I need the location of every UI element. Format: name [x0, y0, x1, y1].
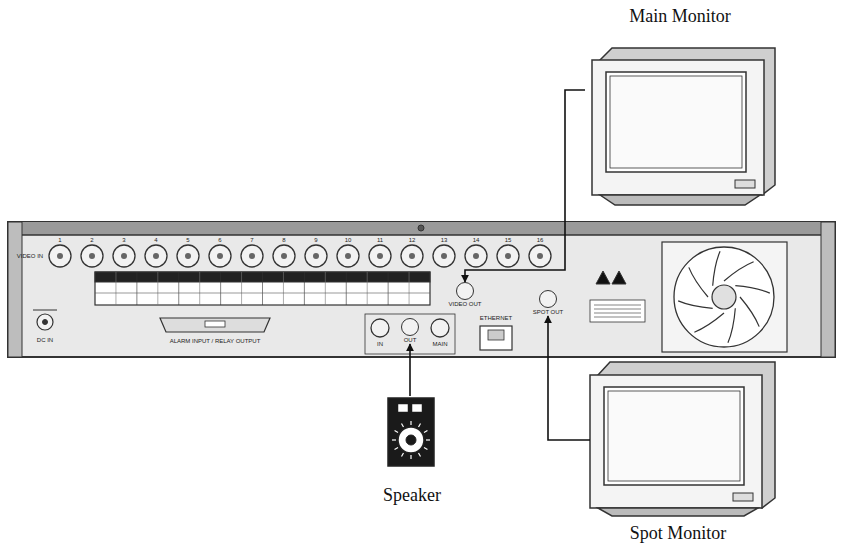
channel-number: 16	[537, 237, 544, 244]
channel-number: 14	[473, 237, 480, 244]
speaker-drawing	[388, 398, 434, 466]
spot-out-port: SPOT OUT	[531, 290, 566, 316]
panel-label: ALARM INPUT / RELAY OUTPUT	[170, 338, 261, 345]
speaker: Speaker	[372, 392, 452, 506]
audio-out-port: OUT	[401, 318, 419, 344]
jack	[456, 282, 474, 300]
channel-number: 11	[377, 237, 383, 244]
port-label: SPOT OUT	[533, 309, 564, 316]
channel-number: 9	[314, 237, 317, 244]
channel-number: 8	[282, 237, 285, 244]
cable	[548, 316, 590, 440]
jack	[401, 318, 419, 336]
channel-number: 7	[250, 237, 253, 244]
dvr-panel	[8, 222, 835, 357]
channel-number: 12	[409, 237, 416, 244]
device-label: Spot Monitor	[630, 522, 727, 544]
spot-monitor: Spot Monitor	[578, 362, 778, 544]
cable	[409, 344, 411, 396]
main-monitor: Main Monitor	[585, 5, 775, 205]
spot-monitor-drawing	[590, 362, 775, 516]
channel-number: 15	[505, 237, 512, 244]
device-label: Main Monitor	[629, 5, 731, 27]
channel-number: 13	[441, 237, 448, 244]
channel-number: 1	[58, 237, 61, 244]
panel-label: ETHERNET	[480, 315, 512, 322]
port-label: OUT	[404, 337, 417, 344]
panel-label: VIDEO IN	[17, 253, 43, 260]
channel-number: 3	[122, 237, 125, 244]
channel-number: 5	[186, 237, 189, 244]
port-label: VIDEO OUT	[448, 301, 481, 308]
device-label: Speaker	[383, 484, 441, 506]
panel-label: MAIN	[433, 341, 448, 348]
panel-label: DC IN	[37, 337, 53, 344]
channel-number: 4	[154, 237, 157, 244]
jack	[539, 290, 557, 308]
cable	[465, 90, 585, 282]
video-out-port: VIDEO OUT	[446, 282, 483, 308]
channel-number: 6	[218, 237, 221, 244]
panel-label: IN	[377, 341, 383, 348]
video-in-jacks	[49, 245, 551, 267]
channel-number: 10	[345, 237, 352, 244]
main-monitor-drawing	[592, 48, 775, 205]
channel-number: 2	[90, 237, 93, 244]
